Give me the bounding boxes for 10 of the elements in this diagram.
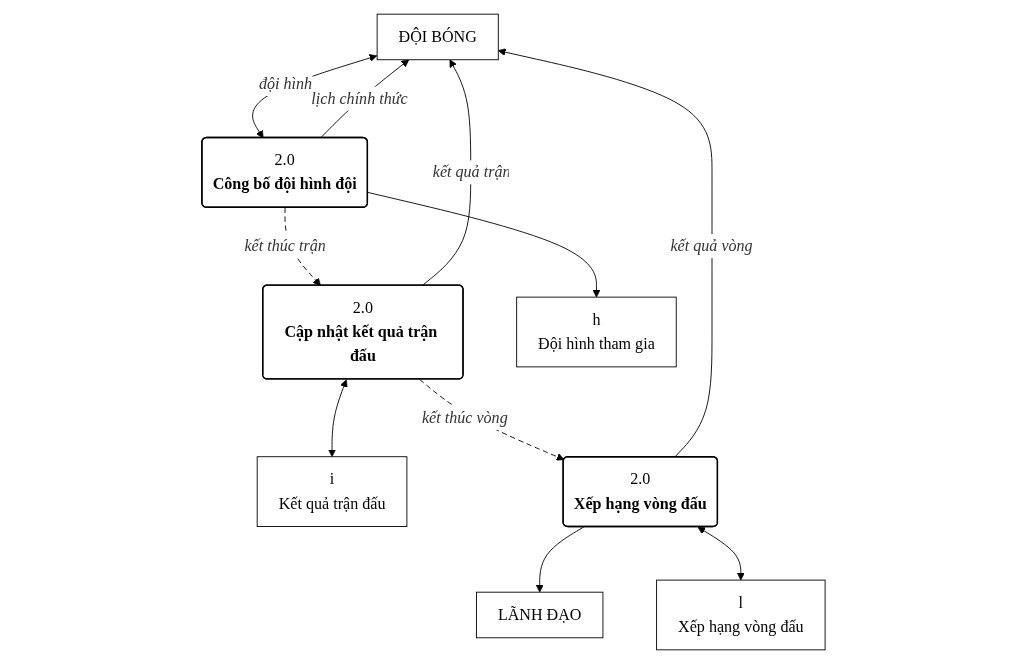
node-box: i Kết quả trận đấu	[256, 456, 408, 527]
node-box: LÃNH ĐẠO	[476, 591, 604, 639]
node-box: h Đội hình tham gia	[516, 296, 677, 368]
edge-label: kết quả vòng	[670, 236, 753, 255]
edge-label: kết thúc trận	[244, 236, 326, 255]
edge-label: kết thúc vòng	[421, 408, 508, 427]
edge-label: đội hình	[258, 74, 313, 93]
edge-label: lịch chính thức	[311, 89, 408, 108]
node-box: l Xếp hạng vòng đấu	[656, 579, 826, 651]
node-box: ĐỘI BÓNG	[376, 13, 499, 61]
